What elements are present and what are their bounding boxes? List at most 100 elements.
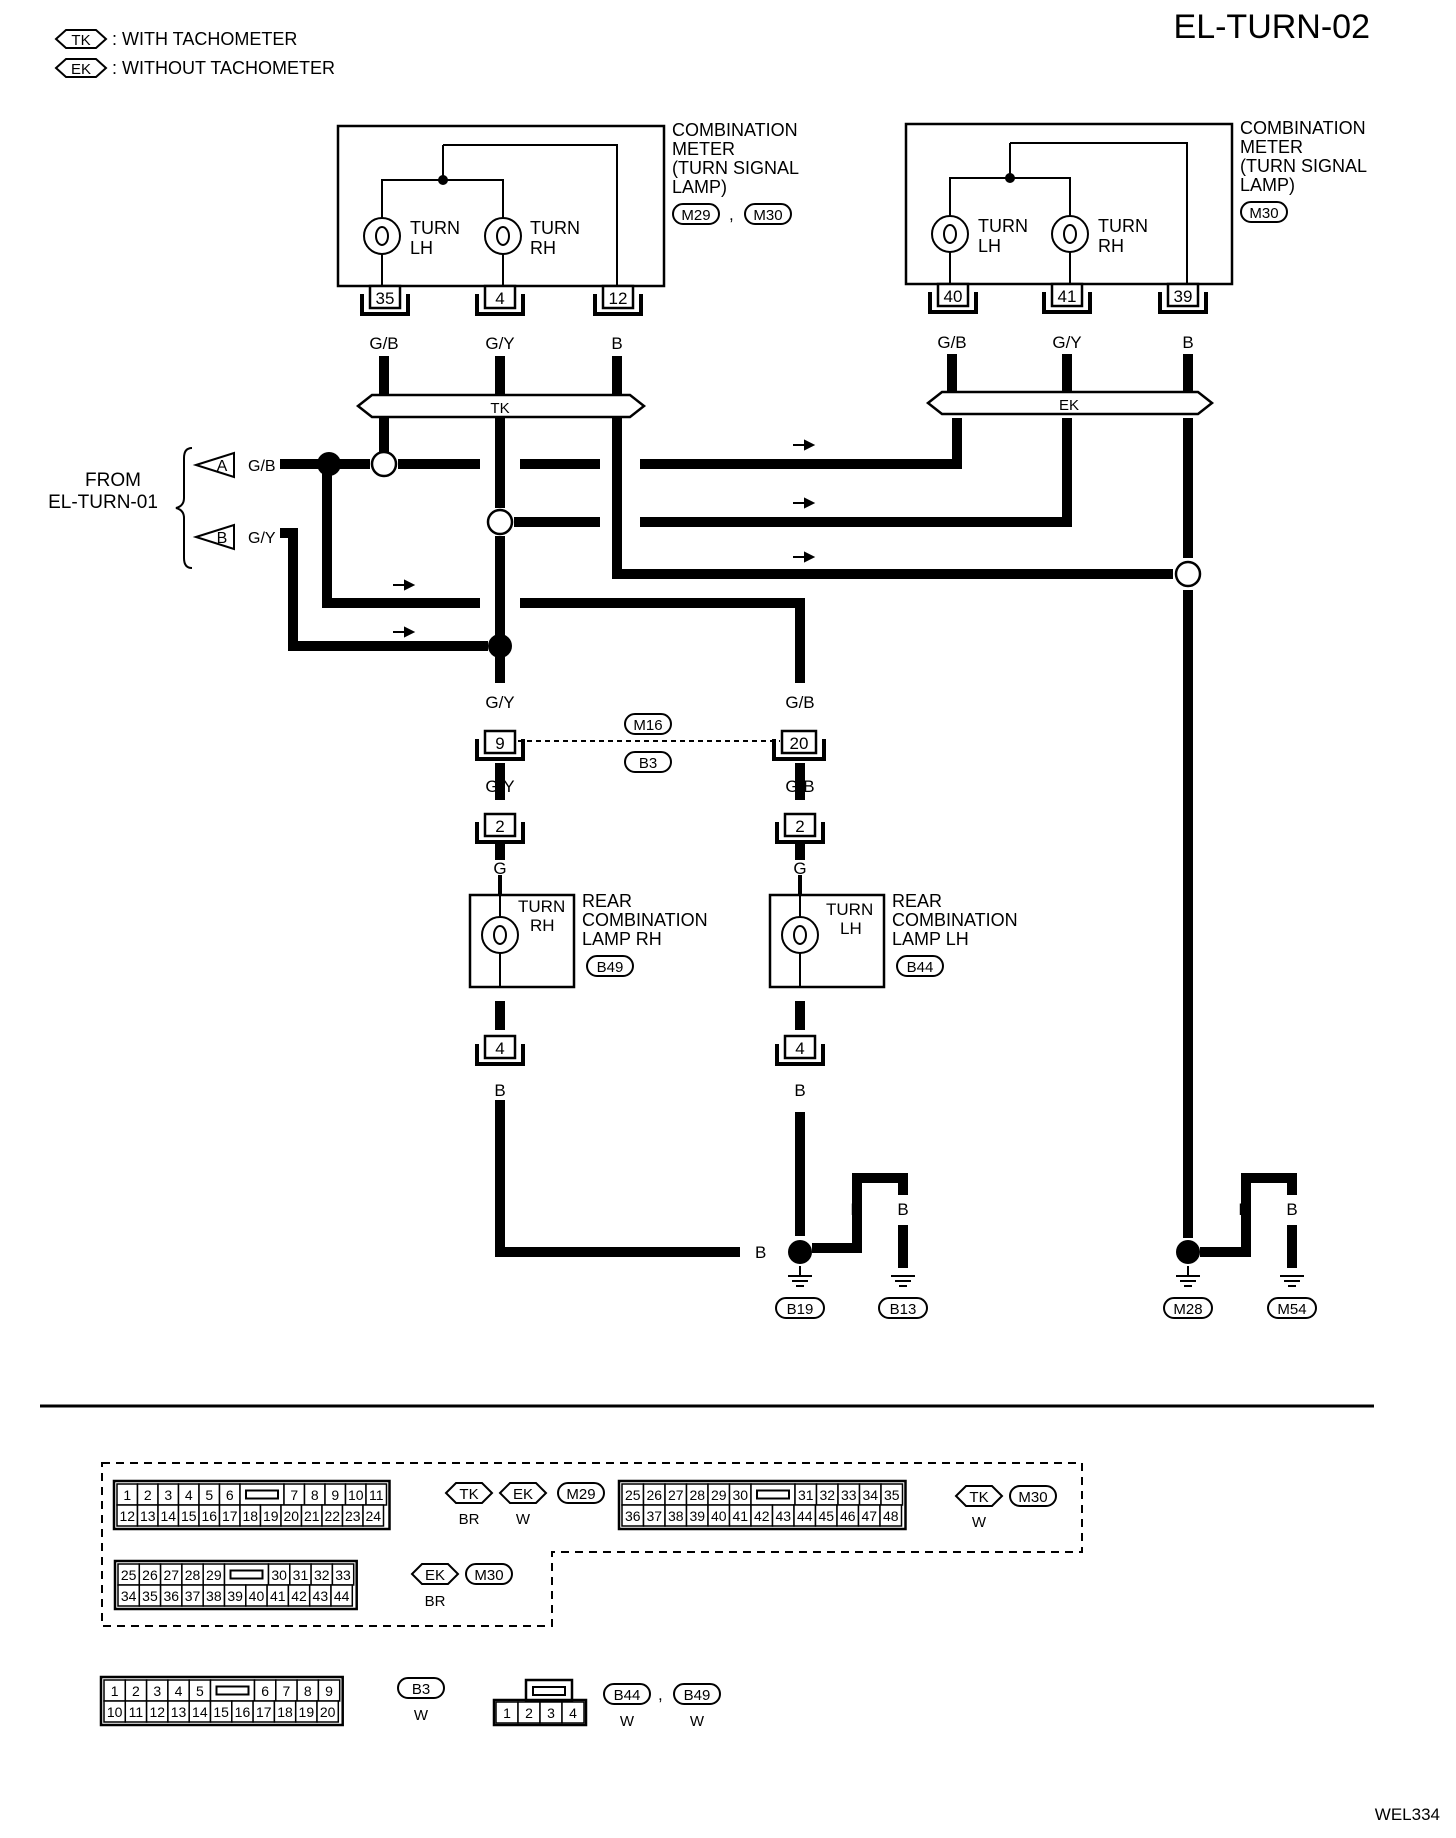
- cavity-number: 13: [171, 1704, 187, 1720]
- ground-icon: [1176, 1266, 1200, 1287]
- svg-text:B: B: [1286, 1200, 1297, 1219]
- cavity-number: 35: [142, 1588, 158, 1604]
- cavity-number: 27: [163, 1567, 179, 1583]
- cavity-number: 20: [283, 1508, 299, 1524]
- cavity-number: 10: [107, 1704, 123, 1720]
- ground-ref-b13: B13: [890, 1301, 917, 1318]
- svg-text:EK: EK: [1059, 397, 1079, 414]
- cavity-number: 18: [242, 1508, 258, 1524]
- cavity-number: 4: [569, 1705, 577, 1721]
- cavity-number: 43: [775, 1508, 791, 1524]
- legend-text-tk: : WITH TACHOMETER: [112, 29, 297, 49]
- cavity-number: 39: [227, 1588, 243, 1604]
- bulb-icon: [781, 916, 819, 954]
- cavity-number: 11: [129, 1704, 144, 1720]
- svg-text:W: W: [516, 1511, 531, 1528]
- svg-text:COMBINATION: COMBINATION: [1240, 118, 1366, 138]
- svg-text:LAMP LH: LAMP LH: [892, 929, 969, 949]
- cavity-number: 39: [689, 1508, 705, 1524]
- connector-latch: [532, 1686, 566, 1696]
- svg-text:W: W: [414, 1707, 429, 1724]
- cavity-number: 22: [324, 1508, 340, 1524]
- svg-text:LH: LH: [410, 238, 433, 258]
- connector-latch: [215, 1685, 250, 1696]
- splice-point: [488, 634, 512, 658]
- svg-text:BR: BR: [459, 1511, 480, 1528]
- svg-text:TURN: TURN: [518, 897, 565, 916]
- svg-text:G: G: [793, 859, 806, 878]
- joint-connector: G/Y G/B 9 20 M16 B3 G/Y G/B: [475, 693, 826, 796]
- cavity-number: 37: [185, 1588, 201, 1604]
- cavity-number: 29: [206, 1567, 222, 1583]
- pin-39: 39: [1174, 287, 1193, 306]
- connector-tags: TK BR EK W M29 TK W M30 EK BR M30 B3 W B…: [397, 1482, 1057, 1730]
- svg-text:G: G: [493, 859, 506, 878]
- connector-cavity: [362, 1504, 385, 1527]
- ground-ref-m54: M54: [1277, 1301, 1306, 1318]
- connector-latch: [756, 1489, 790, 1500]
- svg-text:G/B: G/B: [937, 333, 966, 352]
- cavity-number: 46: [840, 1508, 856, 1524]
- cavity-number: 29: [711, 1487, 727, 1503]
- svg-text:B: B: [794, 999, 805, 1018]
- cavity-number: 5: [196, 1683, 204, 1699]
- cavity-number: 7: [283, 1683, 291, 1699]
- cavity-number: 41: [732, 1508, 748, 1524]
- connector-ref-m16: M16: [633, 717, 662, 734]
- cavity-number: 33: [841, 1487, 857, 1503]
- svg-text:COMBINATION: COMBINATION: [892, 910, 1018, 930]
- cavity-number: 3: [164, 1487, 172, 1503]
- legend-text-ek: : WITHOUT TACHOMETER: [112, 58, 335, 78]
- svg-text:B: B: [755, 1243, 766, 1262]
- cavity-number: 21: [304, 1508, 320, 1524]
- from-a: A: [217, 458, 228, 475]
- cavity-number: 25: [121, 1567, 137, 1583]
- cavity-number: 25: [625, 1487, 641, 1503]
- option-bar-ek: EK: [925, 390, 1215, 416]
- option-splice: [370, 450, 398, 478]
- cavity-number: 9: [325, 1683, 333, 1699]
- svg-text:TURN: TURN: [410, 218, 460, 238]
- cavity-number: 34: [862, 1487, 878, 1503]
- ground-ref-b19: B19: [787, 1301, 814, 1318]
- cavity-number: 5: [205, 1487, 213, 1503]
- connector-ref-b44: B44: [614, 1687, 641, 1704]
- page-title: EL-TURN-02: [1174, 8, 1370, 46]
- svg-text:G/B: G/B: [785, 693, 814, 712]
- splice-point: [317, 452, 341, 476]
- svg-text:BR: BR: [425, 1593, 446, 1610]
- cavity-number: 27: [668, 1487, 684, 1503]
- connector-ref-b3: B3: [412, 1681, 430, 1698]
- connector-ref-b44: B44: [907, 959, 934, 976]
- from-el-turn-01: FROM EL-TURN-01 A G/B B G/Y: [48, 447, 276, 569]
- cavity-number: 26: [142, 1567, 158, 1583]
- cavity-number: 41: [270, 1588, 286, 1604]
- svg-text:G/B: G/B: [785, 777, 814, 796]
- cavity-number: 19: [263, 1508, 279, 1524]
- svg-text:G/B: G/B: [369, 334, 398, 353]
- splice-point: [1176, 1240, 1200, 1264]
- svg-text:G/Y: G/Y: [485, 334, 514, 353]
- svg-text:EK: EK: [425, 1567, 445, 1584]
- cavity-number: 36: [625, 1508, 641, 1524]
- connector-cavity: [561, 1701, 585, 1724]
- legend: TK : WITH TACHOMETER EK : WITHOUT TACHOM…: [54, 29, 335, 78]
- pin-40: 40: [944, 287, 963, 306]
- option-bar-tk: TK: [355, 393, 647, 419]
- svg-text:TURN: TURN: [826, 900, 873, 919]
- cavity-number: 38: [668, 1508, 684, 1524]
- rear-combination-lamp-rh: 2 G TURN RH REAR COMBINATION LAMP RH B49…: [468, 812, 708, 1100]
- cavity-number: 40: [249, 1588, 265, 1604]
- cavity-number: 32: [314, 1567, 330, 1583]
- connector-cavity: [330, 1584, 354, 1607]
- bulb-icon: [484, 217, 522, 255]
- cavity-number: 14: [192, 1704, 208, 1720]
- svg-text:METER: METER: [1240, 137, 1303, 157]
- pin-41: 41: [1058, 287, 1077, 306]
- rear-combination-lamp-lh: 2 G TURN LH REAR COMBINATION LAMP LH B44…: [768, 812, 1018, 1100]
- svg-text:B: B: [897, 1200, 908, 1219]
- svg-text:TK: TK: [459, 1486, 478, 1503]
- connector-cavity: [879, 1504, 903, 1527]
- cavity-number: 17: [222, 1508, 238, 1524]
